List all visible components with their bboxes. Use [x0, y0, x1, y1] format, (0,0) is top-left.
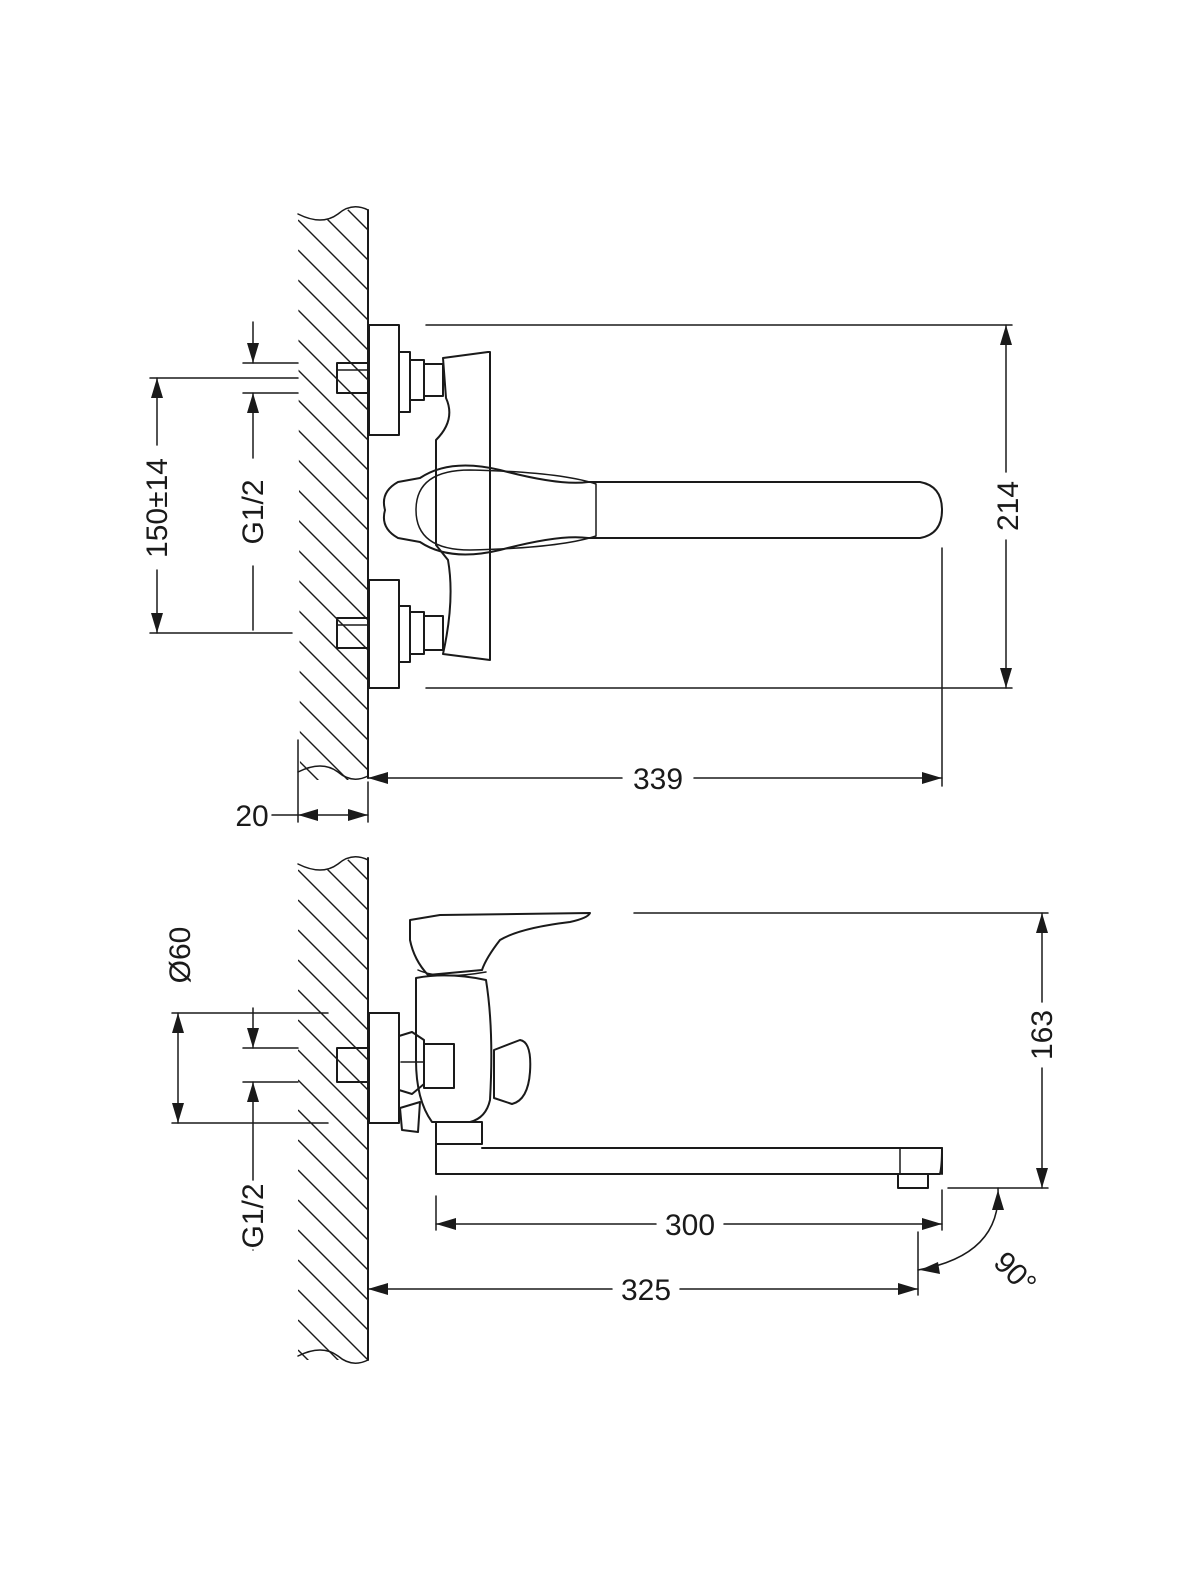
dim-wall-offset: 20 [235, 800, 268, 833]
side-inlet-pipe [336, 1047, 370, 1083]
hatch-line [298, 459, 368, 531]
hatch-line [298, 429, 368, 501]
side-mixer-body [415, 974, 493, 1123]
hatch-line [298, 858, 368, 911]
hatch-line [298, 1139, 368, 1211]
wall-hatching-side [297, 856, 369, 1364]
hatch-line [298, 1289, 368, 1360]
dim-spout-reach: 339 [633, 763, 683, 796]
dim-flange-diameter: Ø60 [164, 927, 197, 984]
dim-pipe-spacing: 150±14 [141, 458, 174, 558]
hatch-line [298, 579, 368, 651]
hatch-line [298, 1109, 368, 1181]
dim-angle: 90° [987, 1246, 1042, 1301]
dim-height-163: 163 [1026, 1010, 1059, 1060]
side-view: Ø60 G1/2 163 300 325 90° [164, 856, 1059, 1364]
aerator [897, 1173, 929, 1189]
diverter-knob [493, 1039, 532, 1105]
hatch-line [298, 1079, 368, 1151]
hatch-line [298, 208, 368, 261]
hatch-line [298, 519, 368, 591]
hatch-line [298, 339, 368, 411]
hatch-line [298, 869, 368, 941]
hatch-line [298, 279, 368, 351]
dim-spout-length: 300 [665, 1209, 715, 1242]
upper-eccentric [398, 351, 444, 413]
lever-handle [382, 464, 943, 556]
top-view: 214 150±14 G1/2 339 20 [141, 130, 1025, 860]
hatch-line [298, 130, 368, 200]
side-flange [368, 1012, 400, 1124]
hatch-line [298, 959, 368, 1031]
hatch-line [298, 790, 368, 860]
hatch-line [298, 249, 368, 321]
hatch-line [298, 1349, 368, 1360]
hatch-line [298, 1229, 368, 1301]
hatch-line [298, 639, 368, 711]
hatch-line [298, 759, 368, 780]
hatch-line [298, 219, 368, 291]
hatch-line [298, 899, 368, 971]
hatch-line [298, 989, 368, 1061]
lower-flange [368, 579, 400, 689]
hatch-line [298, 1169, 368, 1241]
wall-hatching-top [297, 130, 369, 860]
spout [435, 1143, 943, 1175]
hatch-line [298, 609, 368, 681]
upper-flange [368, 324, 400, 436]
lower-inlet-pipe [336, 617, 370, 649]
hatch-line [298, 489, 368, 561]
hatch-line [298, 1319, 368, 1360]
lower-eccentric [398, 605, 444, 663]
hatch-line [298, 1259, 368, 1331]
angle-arc [917, 1187, 999, 1271]
hatch-line [298, 729, 368, 780]
hatch-line [298, 1199, 368, 1271]
hatch-line [298, 208, 368, 231]
hatch-line [298, 699, 368, 771]
hex-nut [398, 1031, 425, 1095]
dim-thread-side: G1/2 [237, 1183, 270, 1248]
hatch-line [298, 399, 368, 471]
side-lever [409, 912, 591, 976]
hatch-line [298, 929, 368, 1001]
hatch-line [298, 549, 368, 621]
hatch-line [298, 369, 368, 441]
hatch-line [298, 669, 368, 741]
dim-thread-top: G1/2 [237, 479, 270, 544]
dim-height-214: 214 [992, 481, 1025, 531]
hatch-line [298, 858, 368, 881]
hatch-line [298, 1049, 368, 1121]
dim-reach: 325 [621, 1274, 671, 1307]
mixer-body [435, 351, 491, 661]
upper-inlet-pipe [336, 362, 370, 394]
hatch-line [298, 1019, 368, 1091]
hatch-line [298, 309, 368, 381]
